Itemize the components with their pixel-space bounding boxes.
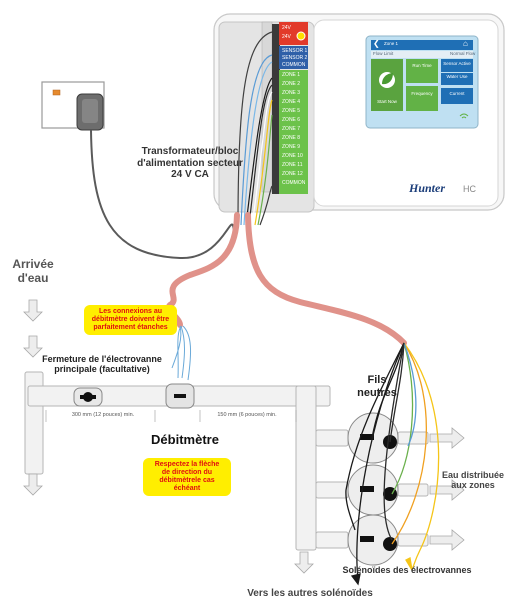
dimension-lines: [45, 410, 297, 422]
terminal-zone-5: ZONE 5: [282, 108, 301, 114]
model-label: HC: [463, 184, 476, 194]
terminal-24v-1: 24V: [282, 25, 291, 31]
zone-wires: [345, 342, 440, 586]
terminal-sensor-common: COMMON: [282, 62, 306, 68]
neutral-wires-label-line-1: Fils: [367, 374, 387, 386]
inlet-arrows: [23, 299, 314, 574]
watertight-note-line-3: parfaitement étanches: [93, 324, 168, 332]
screen-tile-run-time: Run Time: [412, 63, 432, 68]
terminal-zone-2: ZONE 2: [282, 81, 301, 87]
water-inlet-label: Arrivée d'eau: [0, 257, 66, 286]
neutral-wires-label-line-2: neutres: [357, 386, 397, 399]
screen-title: Zone 1: [384, 41, 399, 46]
flow-meter: [165, 383, 195, 409]
water-inlet-label-line-1: Arrivée: [12, 257, 54, 271]
brand-logo: Hunter: [409, 181, 446, 195]
screen-start-button: Start Now: [377, 99, 397, 104]
arrow-direction-note-line-3: débitmètrele cas échéant: [159, 477, 215, 493]
terminal-sensor-2: SENSOR 2: [282, 55, 308, 61]
watertight-note-line-1: Les connexions au: [98, 308, 163, 315]
screen-header-left: Flow Limit: [373, 51, 394, 56]
solenoid-valve-3: [347, 514, 399, 566]
terminal-zone-common: COMMON: [282, 180, 306, 186]
neutral-wires-label: Fils neutres: [352, 374, 402, 399]
terminal-zone-10: ZONE 10: [282, 153, 303, 159]
transformer-label-line-2: d'alimentation secteur: [137, 157, 243, 169]
terminal-sensor-1: SENSOR 1: [282, 48, 308, 54]
terminal-zone-11: ZONE 11: [282, 162, 303, 168]
dimension-left-label: 300 mm (12 pouces) min.: [71, 412, 135, 418]
transformer-label: Transformateur/bloc d'alimentation secte…: [116, 146, 264, 181]
controller-screen: [365, 35, 479, 129]
screen-back-icon: ❮: [373, 39, 380, 48]
terminal-zone-12: ZONE 12: [282, 171, 303, 177]
flow-meter-wires: [171, 325, 192, 381]
terminal-zone-4: ZONE 4: [282, 99, 301, 105]
transformer-label-line-3: 24 V CA: [171, 169, 209, 180]
terminal-zone-6: ZONE 6: [282, 117, 301, 123]
screen-tile-water-use: Water Use: [446, 74, 468, 79]
terminal-strip: [261, 21, 308, 194]
water-zones-label: Eau distribuée aux zones: [436, 470, 510, 491]
main-valve-label-line-2: principale (facultative): [54, 364, 150, 375]
water-zones-label-line-2: aux zones: [451, 480, 495, 491]
dimension-right-label: 150 mm (6 pouces) min.: [217, 412, 277, 418]
terminal-zone-3: ZONE 3: [282, 90, 301, 96]
screen-tile-current: Current: [449, 91, 465, 96]
terminal-24v-2: 24V: [282, 34, 291, 40]
main-valve-label-line-1: Fermeture de l'électrovanne: [42, 354, 162, 364]
terminal-zone-8: ZONE 8: [282, 135, 301, 141]
right-conduit: [245, 212, 407, 346]
controller-wires: [237, 31, 273, 226]
solenoid-valve-2: [347, 464, 399, 516]
terminal-zone-9: ZONE 9: [282, 144, 301, 150]
arrow-direction-note: Respectez la flèche de direction du débi…: [143, 458, 231, 497]
other-solenoids-label: Vers les autres solénoïdes: [247, 588, 373, 599]
power-cord: [90, 129, 235, 260]
transformer-label-line-1: Transformateur/bloc: [141, 146, 239, 157]
screen-home-icon: ⌂: [463, 39, 468, 48]
watertight-note-line-2: débitmètre doivent être: [91, 316, 170, 324]
terminal-zone-1: ZONE 1: [282, 72, 301, 78]
main-valve: [73, 387, 103, 407]
flow-meter-label: Débitmètre: [151, 432, 219, 447]
power-adapter: [76, 93, 104, 131]
watertight-note: Les connexions au débitmètre doivent êtr…: [84, 305, 177, 336]
water-inlet-label-line-2: d'eau: [17, 270, 49, 285]
water-zones-label-line-1: Eau distribuée: [441, 470, 504, 480]
main-valve-label: Fermeture de l'électrovanne principale (…: [38, 354, 166, 375]
arrow-direction-note-line-2: de direction du: [161, 469, 213, 477]
solenoids-label: Solénoïdes des électrovannes: [342, 565, 472, 575]
terminal-zone-7: ZONE 7: [282, 126, 301, 132]
arrow-direction-note-line-1: Respectez la flèche: [154, 461, 220, 468]
screen-tile-frequency: Frequency: [411, 91, 433, 96]
screen-header-right: Normal Flow: [450, 51, 476, 56]
zone-outlet-arrows: [429, 427, 465, 551]
screen-tile-sensor: Sensor Active: [443, 61, 471, 66]
